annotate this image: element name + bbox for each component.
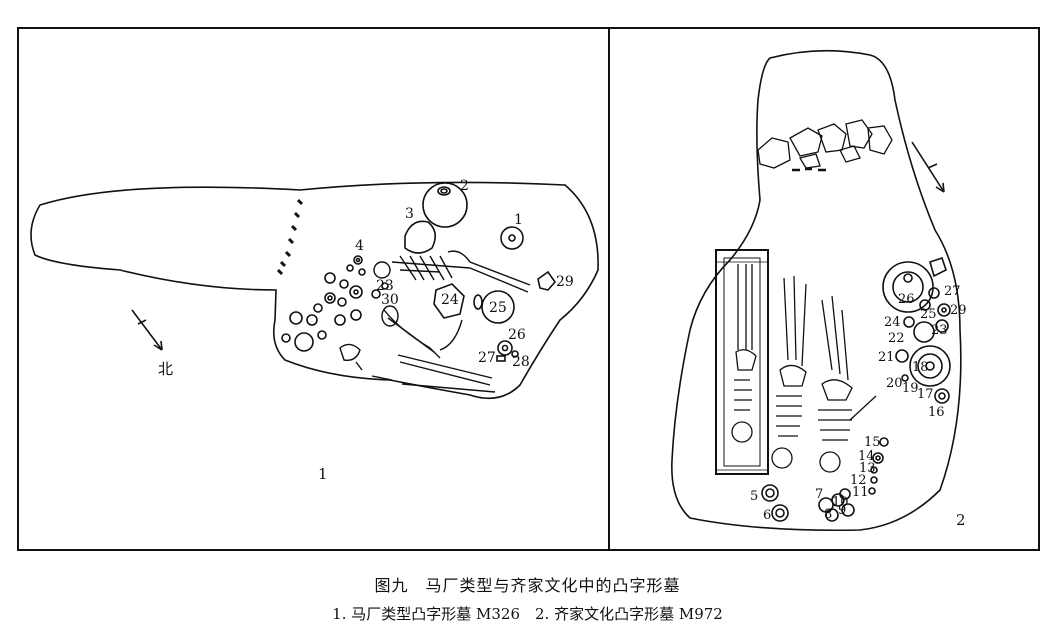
item-label-14: 14 xyxy=(858,449,875,464)
item-label-1: 1 xyxy=(514,212,523,228)
item-label-27: 27 xyxy=(478,350,496,366)
item-label-4: 4 xyxy=(355,238,364,254)
item-label-25: 25 xyxy=(489,300,507,316)
wooden-coffin xyxy=(715,249,769,475)
item-26 xyxy=(497,340,513,356)
stone-row xyxy=(757,119,893,169)
item-label-11: 11 xyxy=(852,485,869,500)
pottery-24 xyxy=(433,283,465,319)
pottery-jar-3 xyxy=(404,220,436,254)
item-label-20: 20 xyxy=(886,376,903,391)
panel-2-label: 2 xyxy=(956,511,966,529)
item-label-24: 24 xyxy=(884,315,901,330)
skeleton-m326 xyxy=(339,250,531,393)
tomb-m326-outline xyxy=(30,181,599,400)
item-label-29: 29 xyxy=(556,274,574,290)
item-label-26: 26 xyxy=(898,292,915,307)
item-label-23: 23 xyxy=(931,323,948,338)
item-label-8: 8 xyxy=(824,507,832,522)
item-label-3: 3 xyxy=(405,206,414,222)
item-4 xyxy=(353,255,363,265)
grave-goods xyxy=(761,256,951,522)
item-label-18: 18 xyxy=(912,360,929,375)
item-label-12: 12 xyxy=(850,473,867,488)
item-label-5: 5 xyxy=(750,489,758,504)
item-label-30: 30 xyxy=(381,292,399,308)
item-label-21: 21 xyxy=(878,350,895,365)
north-arrow-icon xyxy=(131,309,163,351)
panel-1-label: 1 xyxy=(318,465,328,483)
ornament-cluster xyxy=(281,264,366,352)
item-label-15: 15 xyxy=(864,435,881,450)
item-label-9: 9 xyxy=(838,503,846,518)
item-label-28: 28 xyxy=(512,354,530,370)
item-label-7: 7 xyxy=(815,487,823,502)
item-label-23: 23 xyxy=(376,278,394,294)
item-label-6: 6 xyxy=(763,508,771,523)
tomb-m972-outline xyxy=(671,49,962,532)
item-label-10: 10 xyxy=(832,495,849,510)
panel-1-drawing xyxy=(30,181,599,400)
panel-2-frame xyxy=(608,27,1040,551)
item-label-19: 19 xyxy=(902,381,919,396)
item-label-26: 26 xyxy=(508,327,526,343)
item-label-25: 25 xyxy=(920,307,937,322)
pottery-bowl-1 xyxy=(500,226,524,250)
ledge-marks xyxy=(276,198,304,276)
item-label-27: 27 xyxy=(944,284,961,299)
skeleton-m972-a xyxy=(731,264,757,443)
figure-caption-subtitle: 1. 马厂类型凸字形墓 M326 2. 齐家文化凸字形墓 M972 xyxy=(332,605,723,623)
panel-2-drawing xyxy=(671,49,962,532)
item-label-16: 16 xyxy=(928,405,945,420)
north-label: 北 xyxy=(158,360,173,378)
item-label-29: 29 xyxy=(950,303,967,318)
item-29 xyxy=(537,270,557,291)
pottery-jar-2 xyxy=(422,182,468,228)
item-label-22: 22 xyxy=(888,331,905,346)
figure-caption-title: 图九 马厂类型与齐家文化中的凸字形墓 xyxy=(374,576,681,595)
tomb-plan-figure: 1 2 3 4 23 24 25 26 27 28 29 30 北 1 xyxy=(17,27,1040,551)
pottery-25 xyxy=(481,290,515,324)
panel-2-labels: 5 6 7 8 9 10 11 12 13 14 15 16 17 18 19 … xyxy=(750,284,967,529)
item-label-17: 17 xyxy=(917,387,934,402)
item-label-24: 24 xyxy=(441,292,459,308)
panel-1-labels: 1 2 3 4 23 24 25 26 27 28 29 30 北 1 xyxy=(158,178,574,483)
item-label-2: 2 xyxy=(460,178,469,194)
north-arrow-icon xyxy=(911,141,945,193)
skeleton-m972-c xyxy=(818,295,877,473)
item-label-13: 13 xyxy=(859,461,876,476)
stone-chips xyxy=(792,167,826,172)
item-23 xyxy=(371,289,381,299)
skeleton-m972-b xyxy=(771,275,807,469)
